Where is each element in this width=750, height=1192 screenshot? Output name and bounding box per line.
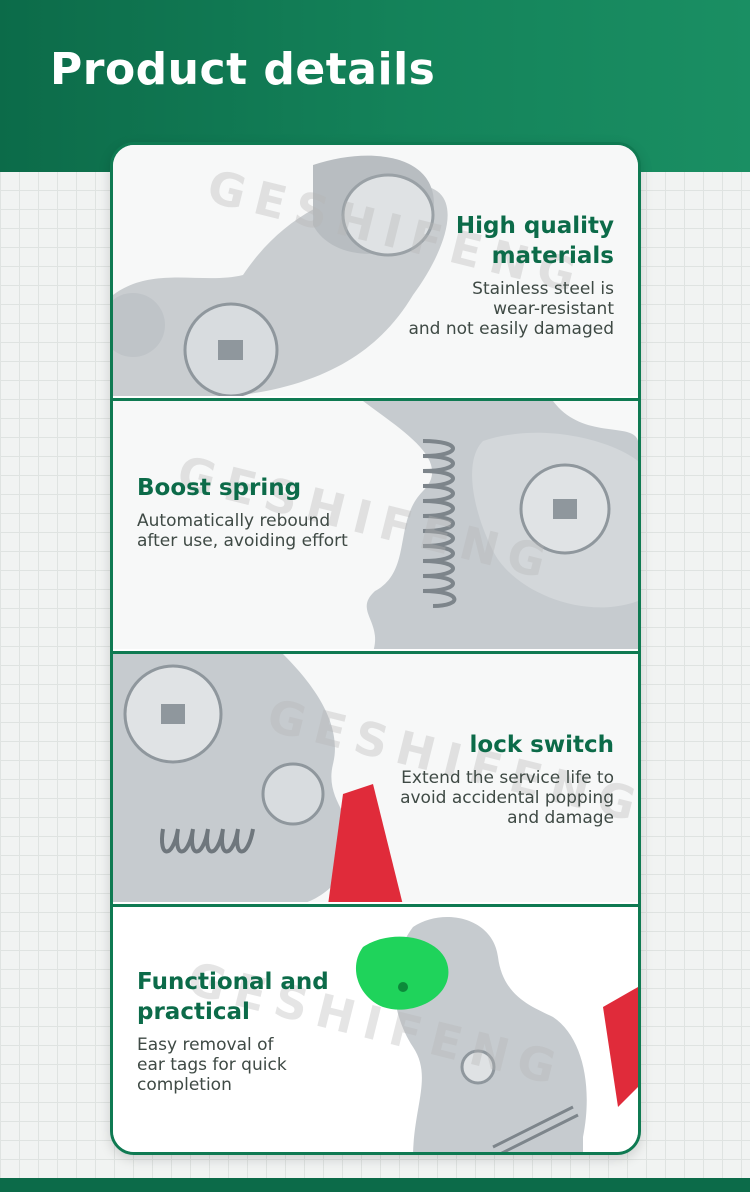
feature-desc: Automatically rebound after use, avoidin… [137,511,348,551]
feature-title: lock switch [469,732,614,758]
product-card: GESHIFENG High quality materials Stainle… [110,142,641,1155]
feature-title: Boost spring [137,475,302,501]
feature-panel-practical: GESHIFENG Functional and practical Easy … [113,904,638,1152]
feature-text-lock: lock switch Extend the service life to a… [400,730,614,828]
feature-desc: Stainless steel is wear-resistant and no… [408,279,614,339]
lock-switch-image [113,654,403,902]
feature-panel-spring: GESHIFENG Boost spring Automatically reb… [113,398,638,649]
feature-title: High quality materials [455,213,614,269]
page-title: Product details [50,44,436,95]
footer-bar [0,1178,750,1192]
feature-desc: Easy removal of ear tags for quick compl… [137,1035,287,1095]
feature-desc: Extend the service life to avoid acciden… [400,768,614,828]
feature-panel-lock: GESHIFENG lock switch Extend the service… [113,651,638,902]
feature-panel-materials: GESHIFENG High quality materials Stainle… [113,145,638,396]
ear-tag-tool-image [355,917,638,1152]
feature-text-materials: High quality materials Stainless steel i… [408,211,614,339]
spring-image [363,401,638,649]
feature-text-practical: Functional and practical Easy removal of… [137,967,329,1095]
steel-plate-image [113,155,448,396]
feature-text-spring: Boost spring Automatically rebound after… [137,473,348,551]
feature-title: Functional and practical [137,969,329,1025]
